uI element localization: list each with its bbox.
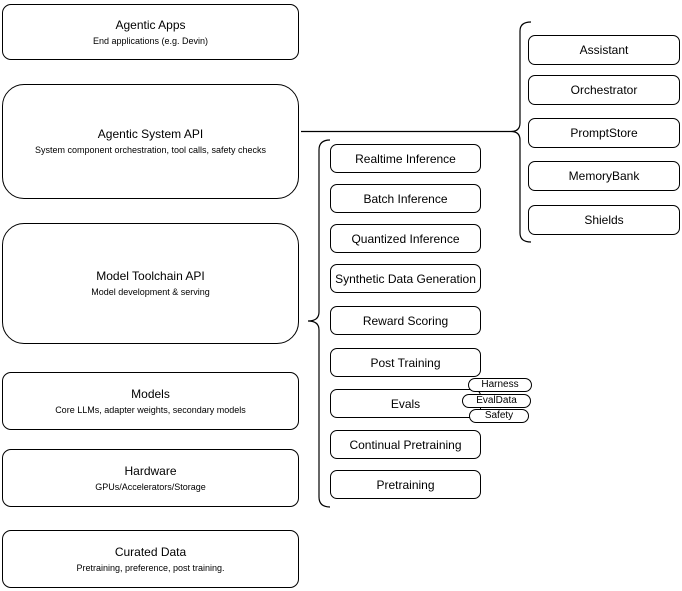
node-quantized-inference: Quantized Inference (330, 224, 481, 253)
box-model-toolchain-api: Model Toolchain API Model development & … (2, 223, 299, 344)
pill-harness: Harness (468, 378, 532, 392)
box-models: Models Core LLMs, adapter weights, secon… (2, 372, 299, 430)
box-hardware: Hardware GPUs/Accelerators/Storage (2, 449, 299, 507)
node-reward-scoring: Reward Scoring (330, 306, 481, 335)
node-memorybank: MemoryBank (528, 161, 680, 191)
node-shields: Shields (528, 205, 680, 235)
node-pretraining: Pretraining (330, 470, 481, 499)
box-title: Models (131, 386, 170, 401)
pill-evaldata: EvalData (462, 394, 531, 408)
box-subtitle: Core LLMs, adapter weights, secondary mo… (55, 404, 246, 415)
node-post-training: Post Training (330, 348, 481, 377)
box-agentic-system-api: Agentic System API System component orch… (2, 84, 299, 199)
pill-safety: Safety (469, 409, 529, 423)
brace-toolchain (307, 139, 331, 508)
box-subtitle: System component orchestration, tool cal… (34, 145, 267, 155)
box-title: Model Toolchain API (96, 269, 205, 283)
node-promptstore: PromptStore (528, 118, 680, 148)
node-evals: Evals (330, 389, 481, 418)
node-batch-inference: Batch Inference (330, 184, 481, 213)
node-continual-pretraining: Continual Pretraining (330, 430, 481, 459)
box-subtitle: End applications (e.g. Devin) (92, 35, 209, 46)
box-title: Agentic Apps (115, 17, 186, 32)
node-orchestrator: Orchestrator (528, 75, 680, 105)
box-agentic-apps: Agentic Apps End applications (e.g. Devi… (2, 4, 299, 60)
box-subtitle: Pretraining, preference, post training. (76, 562, 225, 573)
node-synthetic-data-generation: Synthetic Data Generation (330, 264, 481, 293)
node-realtime-inference: Realtime Inference (330, 144, 481, 173)
node-assistant: Assistant (528, 35, 680, 65)
box-subtitle: GPUs/Accelerators/Storage (95, 481, 206, 492)
box-title: Agentic System API (97, 127, 204, 141)
box-title: Hardware (124, 463, 177, 478)
box-curated-data: Curated Data Pretraining, preference, po… (2, 530, 299, 588)
box-subtitle: Model development & serving (91, 287, 210, 297)
box-title: Curated Data (114, 544, 187, 559)
